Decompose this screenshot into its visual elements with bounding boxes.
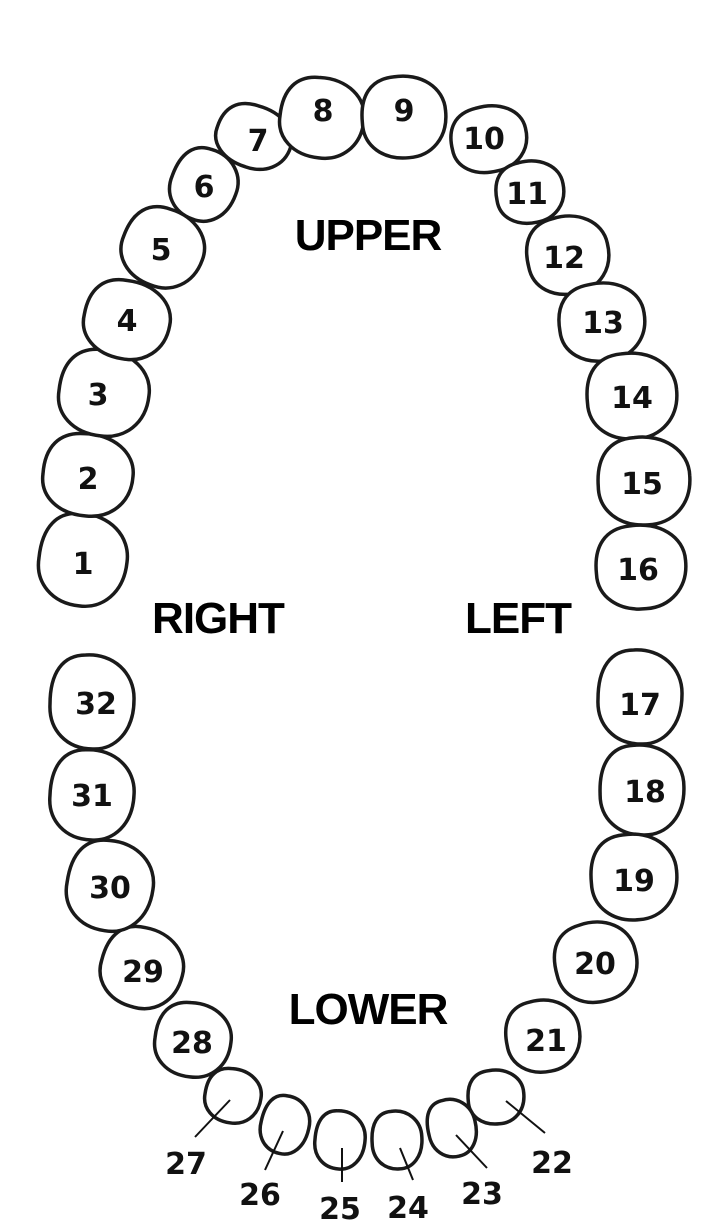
tooth-number-20: 20 — [574, 947, 616, 982]
tooth-number-15: 15 — [621, 467, 663, 502]
tooth-8[interactable] — [276, 74, 368, 162]
tooth-24[interactable] — [370, 1109, 424, 1171]
tooth-3[interactable] — [55, 345, 154, 440]
tooth-number-10: 10 — [463, 122, 505, 157]
tooth-number-14: 14 — [611, 381, 653, 416]
tooth-21[interactable] — [499, 993, 586, 1079]
tooth-10[interactable] — [444, 98, 534, 181]
leader-line-23 — [455, 1134, 488, 1169]
tooth-number-2: 2 — [78, 462, 99, 497]
tooth-number-25: 25 — [319, 1192, 361, 1227]
tooth-32[interactable] — [48, 653, 136, 751]
tooth-number-18: 18 — [624, 775, 666, 810]
tooth-number-24: 24 — [387, 1191, 429, 1226]
lower-label: LOWER — [289, 985, 448, 1034]
tooth-26[interactable] — [255, 1092, 314, 1159]
tooth-number-28: 28 — [171, 1026, 213, 1061]
tooth-number-9: 9 — [394, 94, 415, 129]
tooth-number-7: 7 — [248, 124, 269, 159]
leader-lines — [194, 1099, 546, 1182]
tooth-number-22: 22 — [531, 1146, 573, 1181]
tooth-number-16: 16 — [617, 553, 659, 588]
tooth-number-6: 6 — [194, 170, 215, 205]
tooth-6[interactable] — [161, 140, 248, 230]
tooth-4[interactable] — [78, 274, 176, 366]
upper-label: UPPER — [295, 211, 442, 260]
tooth-number-4: 4 — [117, 304, 138, 339]
right-label: RIGHT — [152, 594, 285, 643]
tooth-22[interactable] — [465, 1067, 526, 1127]
tooth-number-26: 26 — [239, 1178, 281, 1213]
tooth-2[interactable] — [40, 431, 136, 519]
tooth-number-19: 19 — [613, 864, 655, 899]
tooth-number-29: 29 — [122, 955, 164, 990]
tooth-number-31: 31 — [71, 779, 113, 814]
leader-line-27 — [194, 1099, 231, 1138]
leader-line-26 — [264, 1130, 284, 1171]
tooth-number-30: 30 — [89, 871, 131, 906]
tooth-number-11: 11 — [506, 177, 548, 212]
tooth-19[interactable] — [587, 830, 682, 925]
tooth-29[interactable] — [92, 919, 191, 1017]
tooth-number-32: 32 — [75, 687, 117, 722]
tooth-9[interactable] — [358, 72, 450, 162]
leader-line-24 — [399, 1147, 414, 1181]
tooth-number-8: 8 — [313, 94, 334, 129]
tooth-16[interactable] — [592, 520, 690, 613]
tooth-number-23: 23 — [461, 1177, 503, 1212]
tooth-number-13: 13 — [582, 306, 624, 341]
tooth-25[interactable] — [313, 1109, 367, 1171]
tooth-number-17: 17 — [619, 688, 661, 723]
tooth-number-5: 5 — [151, 233, 172, 268]
tooth-number-21: 21 — [525, 1024, 567, 1059]
tooth-number-27: 27 — [165, 1147, 207, 1182]
tooth-28[interactable] — [151, 999, 234, 1081]
tooth-31[interactable] — [48, 748, 136, 842]
tooth-number-12: 12 — [543, 241, 585, 276]
tooth-27[interactable] — [201, 1065, 264, 1126]
tooth-1[interactable] — [34, 510, 131, 611]
tooth-number-3: 3 — [88, 378, 109, 413]
tooth-20[interactable] — [545, 912, 646, 1012]
tooth-30[interactable] — [61, 835, 159, 936]
tooth-5[interactable] — [111, 197, 215, 298]
leader-line-22 — [505, 1100, 546, 1134]
tooth-number-1: 1 — [73, 547, 94, 582]
left-label: LEFT — [465, 594, 572, 643]
tooth-11[interactable] — [490, 155, 569, 230]
